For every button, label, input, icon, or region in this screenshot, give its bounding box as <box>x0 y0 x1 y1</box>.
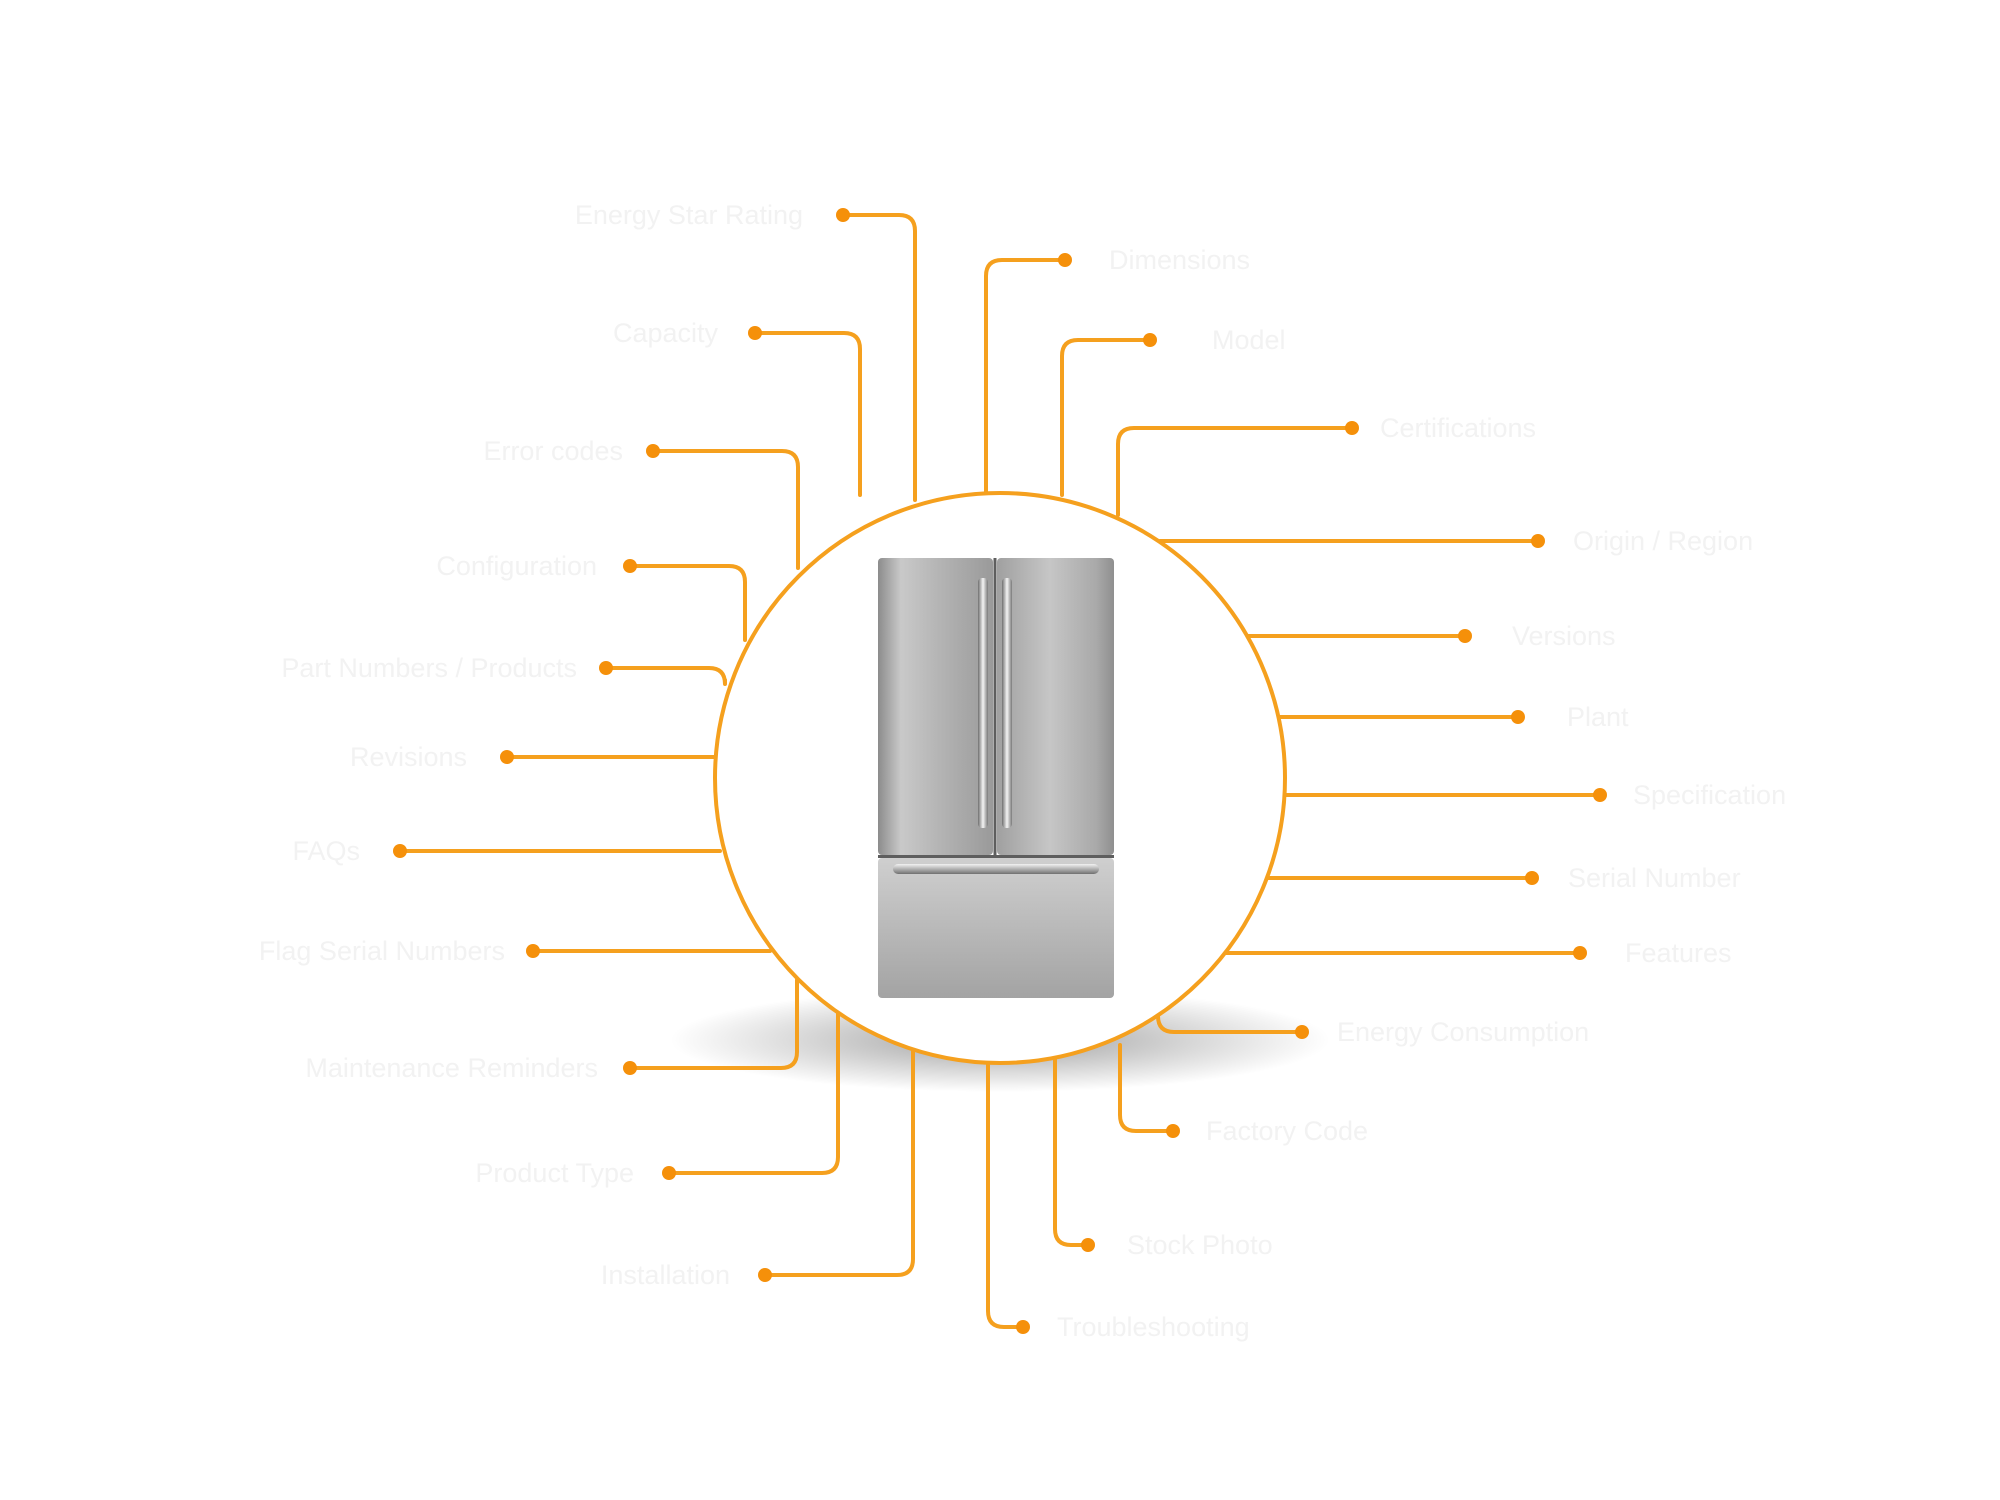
label-energy-star-rating: Energy Star Rating <box>575 200 803 230</box>
connector-product-type <box>667 1008 840 1175</box>
label-factory-code: Factory Code <box>1206 1116 1368 1146</box>
dot-features <box>1573 946 1587 960</box>
dot-versions <box>1458 629 1472 643</box>
dot-revisions <box>500 750 514 764</box>
label-serial-number: Serial Number <box>1568 863 1741 893</box>
dot-origin-region <box>1531 534 1545 548</box>
connector-model <box>1060 338 1152 497</box>
label-certifications: Certifications <box>1380 413 1536 443</box>
label-revisions: Revisions <box>350 742 467 772</box>
connector-capacity <box>753 331 862 497</box>
dot-part-numbers-products <box>599 661 613 675</box>
connector-part-numbers-products <box>604 666 727 686</box>
dot-serial-number <box>1525 871 1539 885</box>
refrigerator-icon <box>878 558 1114 998</box>
label-energy-consumption: Energy Consumption <box>1337 1017 1589 1047</box>
label-part-numbers-products: Part Numbers / Products <box>281 653 577 683</box>
dot-certifications <box>1345 421 1359 435</box>
label-features: Features <box>1625 938 1732 968</box>
dot-installation <box>758 1268 772 1282</box>
dot-factory-code <box>1166 1124 1180 1138</box>
connector-maintenance-reminders <box>628 978 799 1070</box>
connector-troubleshooting <box>986 1063 1025 1329</box>
connector-configuration <box>628 564 747 642</box>
dot-maintenance-reminders <box>623 1061 637 1075</box>
dot-configuration <box>623 559 637 573</box>
dot-model <box>1143 333 1157 347</box>
connector-lines <box>393 208 1607 1334</box>
label-versions: Versions <box>1512 621 1616 651</box>
label-dimensions: Dimensions <box>1109 245 1250 275</box>
label-stock-photo: Stock Photo <box>1127 1230 1273 1260</box>
connector-installation <box>763 1043 915 1277</box>
dot-capacity <box>748 326 762 340</box>
label-maintenance-reminders: Maintenance Reminders <box>305 1053 598 1083</box>
connector-error-codes <box>651 449 800 570</box>
label-capacity: Capacity <box>613 318 719 348</box>
label-error-codes: Error codes <box>483 436 623 466</box>
label-model: Model <box>1212 325 1286 355</box>
label-plant: Plant <box>1567 702 1629 732</box>
dot-energy-star-rating <box>836 208 850 222</box>
label-installation: Installation <box>601 1260 730 1290</box>
dot-flag-serial-numbers <box>526 944 540 958</box>
connector-stock-photo <box>1053 1058 1090 1247</box>
dot-troubleshooting <box>1016 1320 1030 1334</box>
label-origin-region: Origin / Region <box>1573 526 1753 556</box>
dot-plant <box>1511 710 1525 724</box>
dot-specification <box>1593 788 1607 802</box>
label-configuration: Configuration <box>436 551 597 581</box>
connector-certifications <box>1116 426 1354 517</box>
connector-energy-star-rating <box>841 213 917 502</box>
dot-product-type <box>662 1166 676 1180</box>
dot-dimensions <box>1058 253 1072 267</box>
label-product-type: Product Type <box>475 1158 634 1188</box>
connector-factory-code <box>1118 1043 1175 1133</box>
dot-error-codes <box>646 444 660 458</box>
dot-faqs <box>393 844 407 858</box>
label-specification: Specification <box>1633 780 1786 810</box>
connector-dimensions <box>984 258 1067 494</box>
dot-stock-photo <box>1081 1238 1095 1252</box>
label-faqs: FAQs <box>292 836 360 866</box>
label-flag-serial-numbers: Flag Serial Numbers <box>259 936 505 966</box>
dot-energy-consumption <box>1295 1025 1309 1039</box>
label-troubleshooting: Troubleshooting <box>1057 1312 1250 1342</box>
